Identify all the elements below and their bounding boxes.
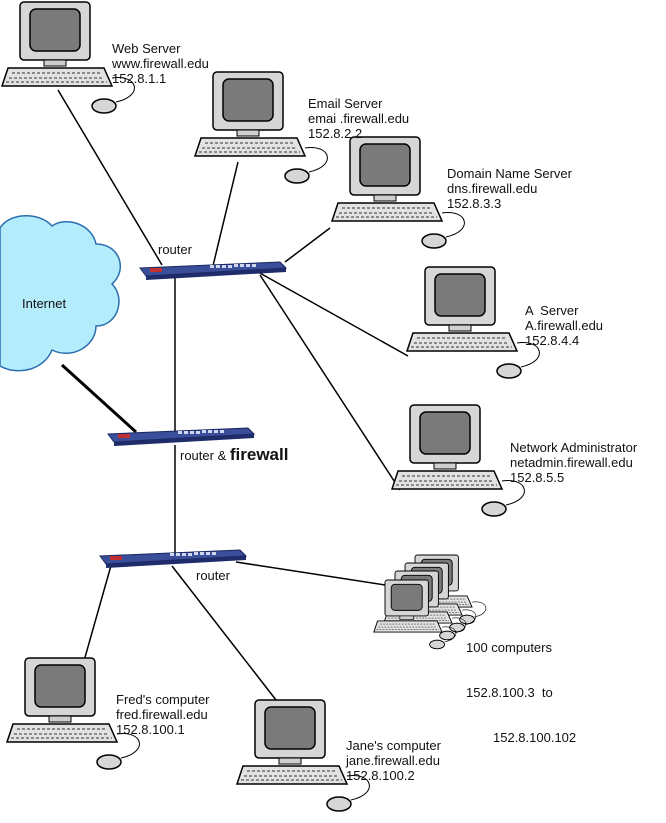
computer-group-label: 100 computers 152.8.100.3 to 152.8.100.1… <box>466 640 577 745</box>
internet-cloud <box>0 215 122 372</box>
router-top-label: router <box>158 242 192 257</box>
router-bottom <box>99 549 247 569</box>
a-server-computer <box>406 266 541 379</box>
internet-label: Internet <box>22 296 67 311</box>
router-bottom-label: router <box>196 568 230 583</box>
netadmin-computer <box>391 404 526 517</box>
router-firewall-label: router & firewall <box>180 445 289 464</box>
router-firewall <box>107 427 255 447</box>
link-lines <box>57 89 409 701</box>
